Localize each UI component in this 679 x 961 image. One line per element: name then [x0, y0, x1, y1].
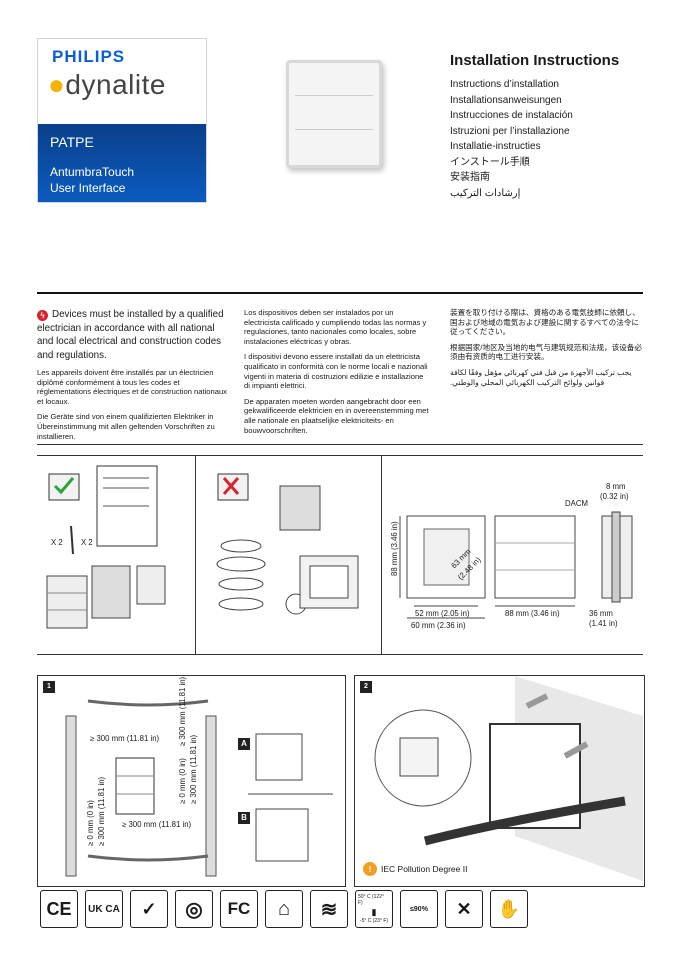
clearance-right-a: ≥ 0 mm (0 in) [178, 758, 187, 804]
indoor-use-icon: ⌂ [265, 890, 303, 928]
ukca-mark-icon: UK CA [85, 890, 123, 928]
dacm-label: DACM [565, 499, 588, 508]
title-block: Installation Instructions Instructions d… [450, 52, 670, 201]
cable-insert-illustration [374, 676, 643, 881]
clearance-bottom: ≥ 300 mm (11.81 in) [122, 820, 192, 829]
step-number: 1 [43, 681, 55, 693]
clearance-left-a: ≥ 0 mm (0 in) [86, 800, 95, 846]
title-es: Instrucciones de instalación [450, 110, 573, 121]
warning-icon: ϟ [37, 310, 48, 321]
title-nl: Installatie-instructies [450, 141, 541, 152]
product-name-line1: AntumbraTouch [50, 165, 135, 179]
overview-diagrams: X 2 X 2 88 mm (3.46 in) 63 mm (2.48 in) … [37, 455, 643, 655]
step-number: 2 [360, 681, 372, 693]
warning-fr: Les appareils doivent être installés par… [37, 368, 227, 406]
philips-logo: PHILIPS [52, 47, 126, 66]
pollution-note: ! IEC Pollution Degree II [363, 862, 467, 876]
title-fr: Instructions d’installation [450, 79, 559, 90]
option-b-label: B [238, 812, 250, 824]
step-2-panel: 2 ! IEC Pollution Degree II [354, 675, 645, 887]
device-illustration [286, 60, 382, 168]
clearance-left-b: ≥ 300 mm (11.81 in) [97, 776, 106, 846]
page-title: Installation Instructions [450, 52, 620, 69]
clearance-right-b: ≥ 300 mm (11.81 in) [189, 734, 198, 804]
clearance-side-top: ≥ 300 mm (11.81 in) [178, 676, 187, 746]
title-it: Istruzioni per l’installazione [450, 125, 570, 137]
screw-qty: X 2 [81, 538, 93, 547]
caution-icon: ! [363, 862, 377, 876]
dim-dacm-in: (0.32 in) [600, 492, 629, 501]
wear-gloves-icon: ✋ [490, 890, 528, 928]
dim-depth-in: (1.41 in) [589, 619, 618, 628]
step-1-panel: 1 ≥ 300 mm (11.81 in) ≥ 300 mm (11.81 in… [37, 675, 346, 887]
no-spray-icon: ✕ [445, 890, 483, 928]
warning-zh: 根据国家/地区及当地的电气与建筑规范和法规，该设备必须由有资质的电工进行安装。 [450, 342, 642, 362]
warning-nl: De apparaten moeten worden aangebracht d… [244, 396, 429, 435]
warning-it: I dispositivi devono essere installati d… [244, 352, 428, 391]
brand-card: PHILIPS ●dynalite PATPE AntumbraTouch Us… [37, 38, 207, 203]
product-name-line2: User Interface [50, 181, 126, 195]
title-ar: إرشادات التركيب [450, 187, 521, 199]
tools-illustration [216, 473, 359, 615]
title-de: Installationsanweisungen [450, 94, 562, 106]
fc-mark-icon: FC [220, 890, 258, 928]
thermometer-icon: ▮ [371, 906, 377, 917]
title-ja: インストール手順 [450, 156, 530, 168]
dimensions-illustration [399, 511, 633, 619]
dim-depth-mm: 36 mm [589, 609, 613, 618]
dim-height: 88 mm (3.46 in) [390, 521, 399, 576]
rcm-mark-icon: ✓ [130, 890, 168, 928]
temp-max: 50° C (122° F) [358, 894, 384, 906]
dim-outer-width: 60 mm (2.36 in) [411, 621, 466, 630]
warning-ja: 装置を取り付ける際は、資格のある電気技師に依頼し、国および地域の電気および建設に… [450, 308, 640, 337]
clearance-illustration [65, 699, 333, 877]
warning-ar: يجب تركيب الأجهزة من قبل فني كهربائي مؤه… [450, 367, 632, 387]
humidity-icon: ≤90% [400, 890, 438, 928]
option-a-label: A [238, 738, 250, 750]
warning-es: Los dispositivos deben ser instalados po… [244, 308, 427, 346]
temperature-range-icon: 50° C (122° F) ▮ -5° C (23° F) [355, 890, 393, 928]
title-zh: 安装指南 [450, 172, 490, 183]
dim-inner-width: 52 mm (2.05 in) [415, 609, 470, 618]
screw-plug-qty: X 2 [51, 538, 63, 547]
warning-de: Die Geräte sind von einem qualifizierten… [37, 412, 215, 441]
clearance-top: ≥ 300 mm (11.81 in) [90, 734, 160, 743]
ventilation-icon: ≋ [310, 890, 348, 928]
model-code: PATPE [50, 134, 94, 150]
dim-face-width: 88 mm (3.46 in) [505, 609, 560, 618]
dynalite-logo: ●dynalite [48, 69, 166, 100]
ccc-mark-icon: ◎ [175, 890, 213, 928]
temp-min: -5° C (23° F) [359, 918, 389, 924]
dim-dacm-mm: 8 mm [606, 482, 626, 491]
box-contents-illustration [46, 465, 166, 629]
ce-mark-icon: CE [40, 890, 78, 928]
